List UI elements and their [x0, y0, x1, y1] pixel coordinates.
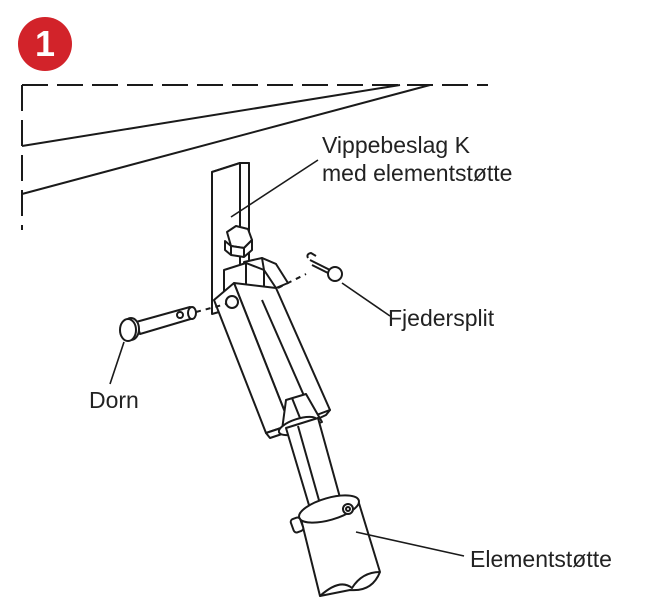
label-dorn: Dorn: [89, 387, 139, 413]
callout-lines: [109, 159, 465, 557]
pin-dorn: [119, 303, 227, 342]
ceiling-outline: [21, 84, 488, 230]
hex-bolt: [224, 225, 253, 258]
label-vippebeslag: Vippebeslag K med elementstøtte: [322, 131, 512, 187]
leader-dorn: [109, 341, 125, 385]
leader-elementstotte: [355, 531, 465, 557]
spring-cotter-pin: [277, 252, 343, 289]
step-number-badge: 1: [18, 17, 72, 71]
element-support-sleeve: [289, 494, 381, 597]
leader-fjedersplit: [341, 282, 391, 317]
label-elementstotte: Elementstøtte: [470, 546, 612, 572]
step-number: 1: [34, 23, 56, 64]
label-fjedersplit: Fjedersplit: [388, 305, 495, 331]
leader-vippebeslag: [230, 159, 319, 218]
label-vippebeslag-line2: med elementstøtte: [322, 160, 513, 186]
label-vippebeslag-line1: Vippebeslag K: [322, 132, 470, 158]
